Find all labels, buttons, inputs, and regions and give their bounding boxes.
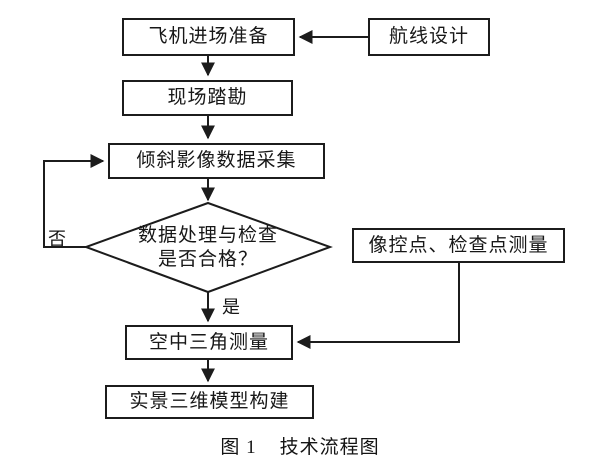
edge-label-no: 否 bbox=[48, 229, 66, 249]
decision-label-line2: 是否合格？ bbox=[157, 248, 258, 270]
figure-caption: 图 1 技术流程图 bbox=[220, 437, 380, 458]
node-label: 航线设计 bbox=[388, 26, 469, 48]
node-label: 空中三角测量 bbox=[148, 331, 269, 353]
node-ground-control-and-check-point-measurement: 像控点、检查点测量 bbox=[352, 228, 565, 263]
decision-label-line1: 数据处理与检查 bbox=[137, 224, 278, 246]
node-label: 倾斜影像数据采集 bbox=[136, 150, 297, 172]
node-realistic-3d-model-construction: 实景三维模型构建 bbox=[105, 385, 314, 419]
node-label: 现场踏勘 bbox=[167, 87, 248, 109]
node-flight-approach-preparation: 飞机进场准备 bbox=[122, 18, 295, 56]
node-route-design: 航线设计 bbox=[368, 18, 490, 56]
node-label: 飞机进场准备 bbox=[148, 26, 269, 48]
edge-label-yes: 是 bbox=[222, 297, 240, 317]
node-site-survey: 现场踏勘 bbox=[122, 80, 293, 116]
node-oblique-image-data-collection: 倾斜影像数据采集 bbox=[108, 143, 325, 179]
node-aerotriangulation: 空中三角测量 bbox=[125, 325, 293, 360]
node-label: 像控点、检查点测量 bbox=[368, 234, 549, 256]
node-label: 实景三维模型构建 bbox=[129, 391, 290, 413]
node-decision-data-processing-check: 数据处理与检查 是否合格？ bbox=[86, 203, 330, 292]
